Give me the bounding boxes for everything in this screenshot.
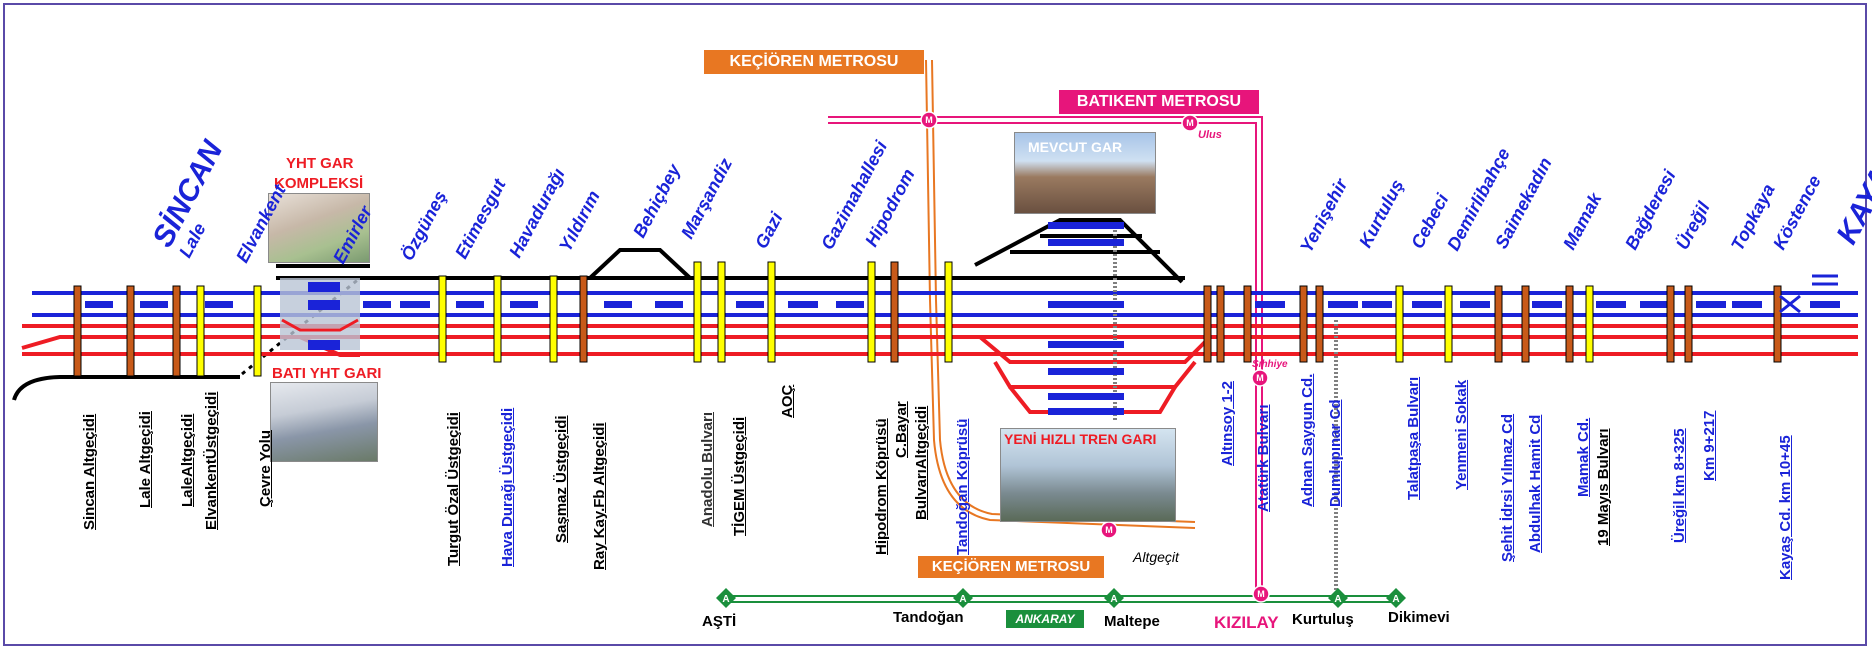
- ankaray-icon-tandogan: A: [953, 588, 973, 608]
- yht-complex-photo: [268, 193, 370, 263]
- crossing-label: Adnan Saygun Cd.: [1299, 373, 1316, 507]
- crossing-label: Hipodrom Köprüsü: [873, 418, 890, 555]
- crossing-label: BulvarıAltgeçidi: [913, 405, 930, 520]
- svg-text:A: A: [1110, 594, 1117, 605]
- crossing-label: TİGEM Üstgeçidi: [731, 416, 748, 536]
- red-tracks: [21, 324, 1858, 414]
- metro-icon-kecioren-top: M: [920, 111, 938, 129]
- metro-icon-ulus: M: [1181, 114, 1199, 132]
- station-bars: [73, 261, 1782, 377]
- svg-text:A: A: [1334, 594, 1341, 605]
- ankaray-line: [726, 595, 1396, 603]
- ankaray-box: ANKARAY: [1006, 610, 1084, 628]
- crossing-label: Çevre Yolu: [257, 430, 274, 507]
- crossing-label: Sincan Altgeçidi: [81, 413, 98, 530]
- crossing-label: Mamak Cd.: [1575, 417, 1592, 497]
- asti-label: AŞTİ: [702, 613, 737, 630]
- tandogan-label: Tandoğan: [893, 609, 964, 626]
- crossing-label: Abdulhak Hamit Cd: [1527, 414, 1544, 553]
- metro-icon-kizilay: M: [1252, 585, 1270, 603]
- altgecit-label: Altgeçit: [1133, 549, 1179, 565]
- crossing-label: 19 Mayıs Bulvarı: [1595, 428, 1612, 546]
- crossing-label: Turgut Özal Üstgeçidi: [445, 412, 462, 566]
- ankaray-icon-kurtulus: A: [1328, 588, 1348, 608]
- crossing-label: Kayaş Cd. km 10+45: [1777, 435, 1794, 580]
- ankaray-icons: A A A A A: [716, 588, 1406, 608]
- ankaray-icon-dikimevi: A: [1386, 588, 1406, 608]
- ankaray-icon-asti: A: [716, 588, 736, 608]
- metro-icon-maltepe: M: [1100, 521, 1118, 539]
- crossing-label: C.Bayar: [893, 401, 910, 458]
- crossing-label: Ray Kay.Fb Altgeçidi: [591, 422, 608, 570]
- dikimevi-label: Dikimevi: [1388, 609, 1450, 626]
- mevcut-gar-label: MEVCUT GAR: [1028, 139, 1123, 155]
- crossing-label: Km 9+217: [1701, 410, 1718, 481]
- crossing-label: Üreğil km 8+325: [1671, 428, 1688, 543]
- platform-connectors: [1113, 230, 1338, 600]
- crossing-label: AOÇ: [779, 384, 796, 418]
- batikent-metro-line: [828, 116, 1263, 590]
- crossing-label: Talatpaşa Bulvarı: [1405, 376, 1422, 500]
- svg-text:M: M: [1257, 589, 1265, 599]
- kurtulus-label: Kurtuluş: [1292, 611, 1354, 628]
- svg-text:M: M: [1256, 373, 1264, 383]
- yht-gar-label-2: KOMPLEKSİ: [274, 175, 364, 192]
- crossing-label: Altınsoy 1-2: [1219, 380, 1236, 466]
- yeni-hizli-label: YENİ HIZLI TREN GARI: [1004, 431, 1157, 447]
- crossing-label: Dumlupınar Cd: [1327, 399, 1344, 508]
- svg-text:M: M: [925, 115, 933, 125]
- crossing-label: Anadolu Bulvarı: [699, 411, 716, 527]
- svg-text:A: A: [1392, 594, 1399, 605]
- sihhiye-label: Sıhhiye: [1252, 359, 1288, 370]
- crossing-label: Yenmeni Sokak: [1453, 379, 1470, 490]
- crossing-label: ElvankentÜstgeçidi: [203, 391, 220, 530]
- bati-yht-label: BATI YHT GARI: [272, 365, 382, 382]
- bati-yht-block: [280, 278, 360, 350]
- map-frame: [3, 3, 1867, 646]
- crossing-label: Atatürk Bulvarı: [1255, 404, 1272, 512]
- kecioren-metro-top-box: KEÇİÖREN METROSU: [704, 50, 924, 74]
- svg-text:M: M: [1186, 118, 1194, 128]
- crossing-label: LaleAltgeçidi: [179, 413, 196, 507]
- metro-icons: M M M M M: [920, 111, 1270, 603]
- maltepe-label: Maltepe: [1104, 613, 1160, 630]
- mevcut-gar-photo: [1014, 132, 1156, 214]
- batikent-metro-box: BATIKENT METROSU: [1059, 90, 1259, 114]
- platforms: [85, 222, 1840, 415]
- metro-icon-sihhiye: M: [1251, 369, 1269, 387]
- crossing-label: Şehit İdrsi Yılmaz Cd: [1499, 413, 1516, 562]
- kecioren-metro-bottom-box: KEÇİÖREN METROSU: [918, 556, 1104, 578]
- crossing-label: Hava Durağı Üstgeçidi: [499, 407, 516, 567]
- crossing-label: Tandoğan Köprüsü: [954, 418, 971, 555]
- svg-text:A: A: [959, 594, 966, 605]
- svg-text:M: M: [1105, 525, 1113, 535]
- ankaray-icon-maltepe: A: [1104, 588, 1124, 608]
- kayas-terminus: [1779, 274, 1838, 314]
- kecioren-metro-line: [925, 59, 1196, 529]
- bati-yht-photo: [270, 382, 378, 462]
- ulus-label: Ulus: [1198, 129, 1222, 141]
- yeni-hizli-photo: [1000, 428, 1176, 522]
- svg-text:A: A: [722, 594, 729, 605]
- crossing-label: Saşmaz Üstgeçidi: [553, 415, 570, 543]
- kizilay-label: KIZILAY: [1214, 613, 1279, 632]
- yht-gar-label-1: YHT GAR: [286, 155, 354, 172]
- crossing-label: Lale Altgeçidi: [137, 411, 154, 508]
